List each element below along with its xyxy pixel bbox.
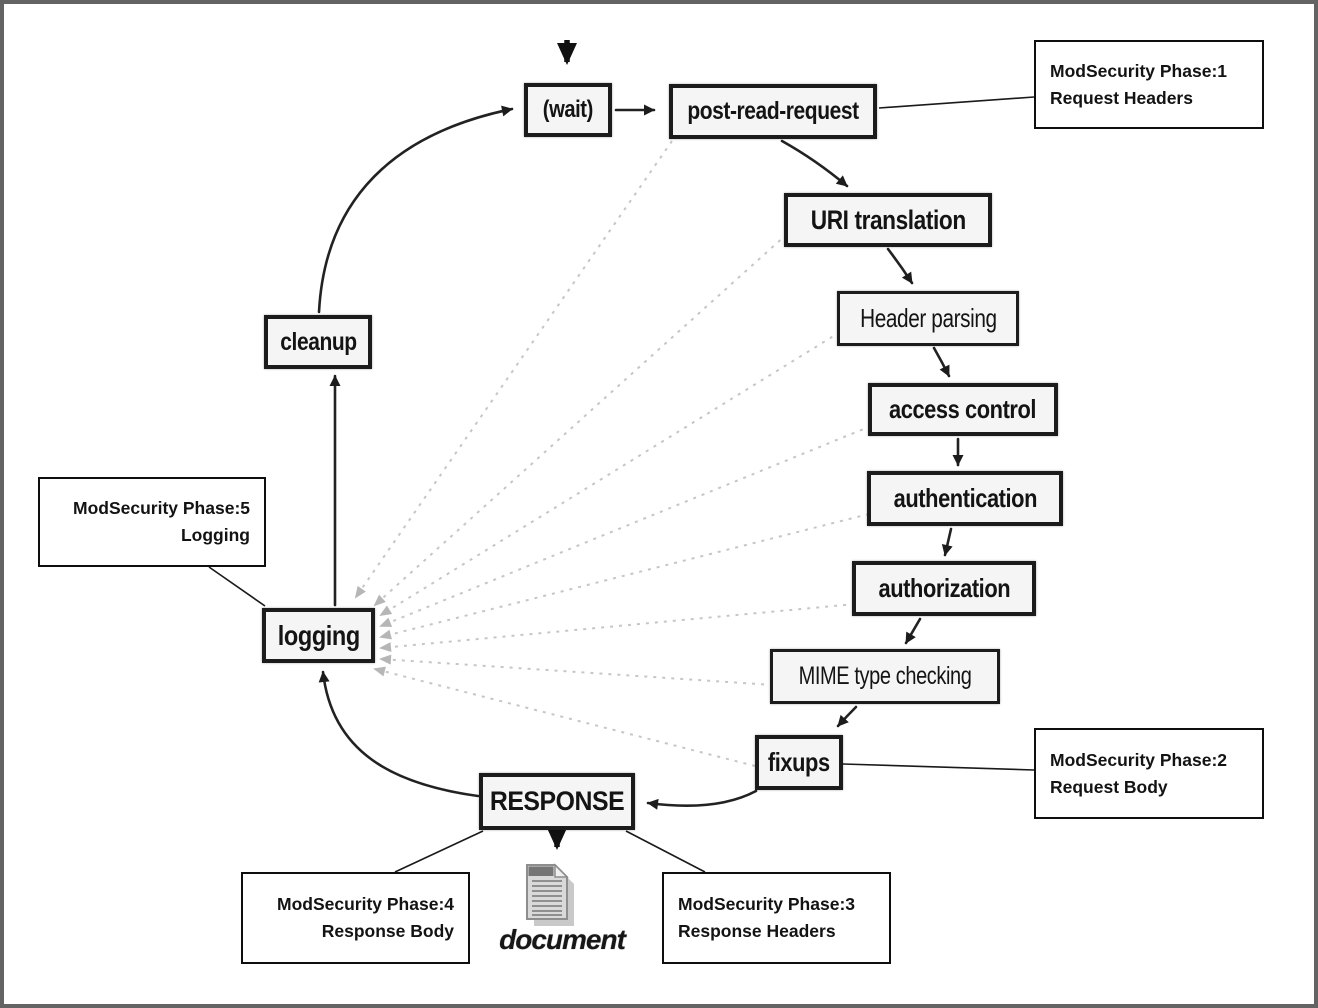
node-logging: logging bbox=[262, 608, 375, 663]
arrow-fixups-to-response bbox=[646, 789, 758, 810]
node-header-parsing: Header parsing bbox=[837, 291, 1019, 346]
callout-phase-4: ModSecurity Phase:4 Response Body bbox=[241, 872, 470, 964]
node-post-read-request: post-read-request bbox=[669, 84, 877, 139]
callout-phase-1: ModSecurity Phase:1 Request Headers bbox=[1034, 40, 1264, 129]
node-access-control: access control bbox=[868, 383, 1058, 436]
node-wait: (wait) bbox=[524, 83, 612, 137]
callout-phase-3: ModSecurity Phase:3 Response Headers bbox=[662, 872, 891, 964]
callout-phase-4-title: ModSecurity Phase:4 bbox=[277, 894, 454, 914]
dashed-fixups-to-logging bbox=[373, 666, 756, 767]
document-icon bbox=[526, 863, 574, 926]
document-icon-fold bbox=[554, 863, 569, 878]
connector-phase1 bbox=[878, 96, 1035, 109]
callout-phase-4-subtitle: Response Body bbox=[321, 921, 454, 941]
arrow-uri-translation-to-header-parsing bbox=[886, 247, 914, 285]
callout-phase-3-subtitle: Response Headers bbox=[678, 921, 836, 941]
callout-phase-5: ModSecurity Phase:5 Logging bbox=[38, 477, 266, 567]
callout-phase-1-title: ModSecurity Phase:1 bbox=[1050, 60, 1227, 81]
document-label: document bbox=[499, 924, 626, 955]
dashed-mime-type-checking-to-logging bbox=[379, 654, 774, 686]
dashed-uri-translation-to-logging bbox=[373, 233, 788, 607]
connector-phase4 bbox=[394, 830, 484, 873]
node-authorization: authorization bbox=[852, 561, 1036, 616]
dashed-access-control-to-logging bbox=[379, 425, 872, 627]
arrow-cleanup-to-wait bbox=[317, 105, 514, 314]
arrow-authorization-to-mime-type-checking bbox=[904, 617, 922, 645]
arrow-authentication-to-authorization bbox=[941, 527, 953, 557]
node-authentication: authentication bbox=[867, 471, 1063, 526]
dashed-authentication-to-logging bbox=[379, 513, 870, 640]
document-icon-header-band bbox=[528, 866, 554, 876]
arrow-header-parsing-to-access-control bbox=[932, 346, 951, 378]
node-uri-translation: URI translation bbox=[784, 193, 992, 247]
callout-phase-3-title: ModSecurity Phase:3 bbox=[678, 894, 855, 914]
node-cleanup: cleanup bbox=[264, 315, 372, 369]
diagram-wiring bbox=[208, 40, 1035, 873]
connector-phase2 bbox=[842, 763, 1035, 771]
callout-phase-2-subtitle: Request Body bbox=[1050, 776, 1168, 797]
node-mime-type-checking: MIME type checking bbox=[770, 649, 1000, 704]
document-icon-text-lines bbox=[532, 880, 562, 916]
node-response: RESPONSE bbox=[479, 773, 635, 830]
callout-phase-1-subtitle: Request Headers bbox=[1050, 87, 1193, 108]
dashed-post-read-request-to-logging bbox=[354, 140, 673, 599]
arrow-response-to-logging bbox=[318, 670, 480, 798]
dashed-authorization-to-logging bbox=[379, 603, 856, 653]
arrow-mime-type-checking-to-fixups bbox=[836, 705, 858, 728]
callout-phase-5-title: ModSecurity Phase:5 bbox=[73, 498, 250, 518]
callout-phase-2-title: ModSecurity Phase:2 bbox=[1050, 749, 1227, 770]
dashed-header-parsing-to-logging bbox=[379, 331, 841, 617]
callout-phase-5-subtitle: Logging bbox=[180, 525, 250, 545]
node-fixups: fixups bbox=[755, 735, 843, 790]
arrow-post-read-request-to-uri-translation bbox=[780, 139, 849, 188]
connector-phase3 bbox=[625, 830, 706, 873]
connector-phase5 bbox=[208, 566, 266, 607]
callout-phase-2: ModSecurity Phase:2 Request Body bbox=[1034, 728, 1264, 819]
